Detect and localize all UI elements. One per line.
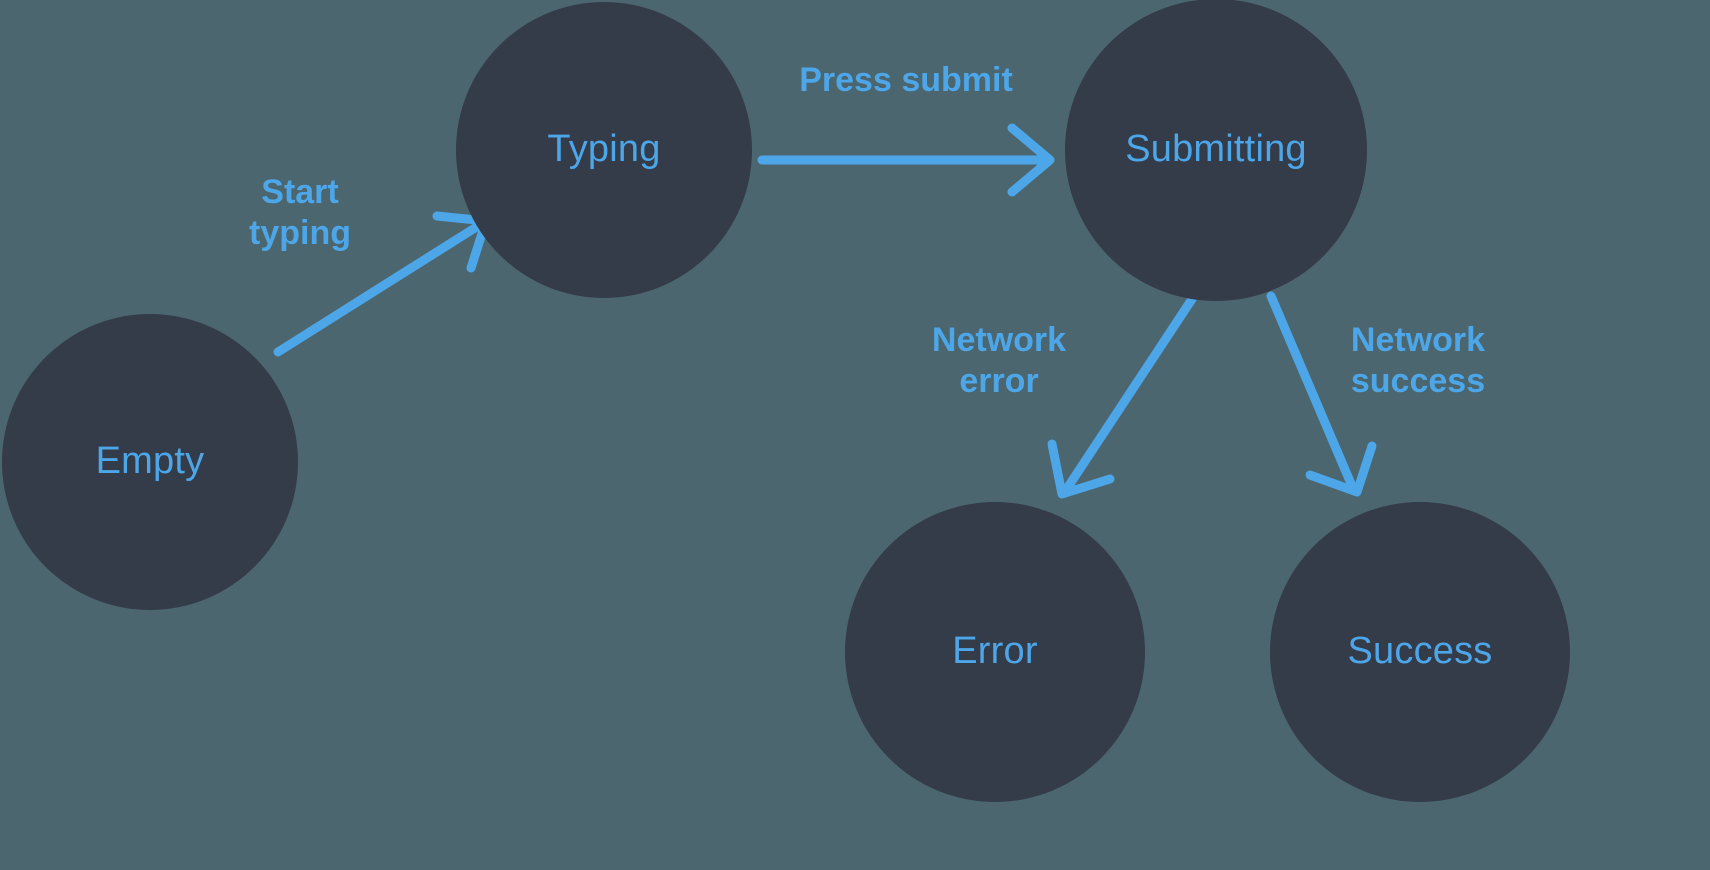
state-node-empty[interactable]: Empty [2,314,298,610]
state-label-typing: Typing [547,128,661,171]
edge-submitting-to-success [1266,291,1377,497]
state-label-success: Success [1347,630,1493,673]
edge-label-network-error: Network error [931,321,1067,401]
state-node-typing[interactable]: Typing [456,2,752,298]
arrowhead-icon [1047,439,1115,499]
state-label-empty: Empty [95,440,205,483]
arrowhead-icon [1007,123,1055,197]
state-node-error[interactable]: Error [845,502,1145,802]
state-label-error: Error [952,630,1038,673]
state-node-success[interactable]: Success [1270,502,1570,802]
arrowhead-icon [1305,441,1377,497]
edge-label-network-success: Network success [1350,321,1486,401]
edge-typing-to-submitting [757,123,1055,197]
edge-label-start-typing: Start typing [249,173,351,253]
edge-submitting-to-error [1047,291,1199,499]
state-label-submitting: Submitting [1125,128,1307,171]
edge-label-press-submit: Press submit [799,61,1013,99]
edge-line [273,221,483,357]
edge-line [1266,291,1357,491]
state-node-submitting[interactable]: Submitting [1065,0,1367,301]
edge-line [1063,291,1199,492]
